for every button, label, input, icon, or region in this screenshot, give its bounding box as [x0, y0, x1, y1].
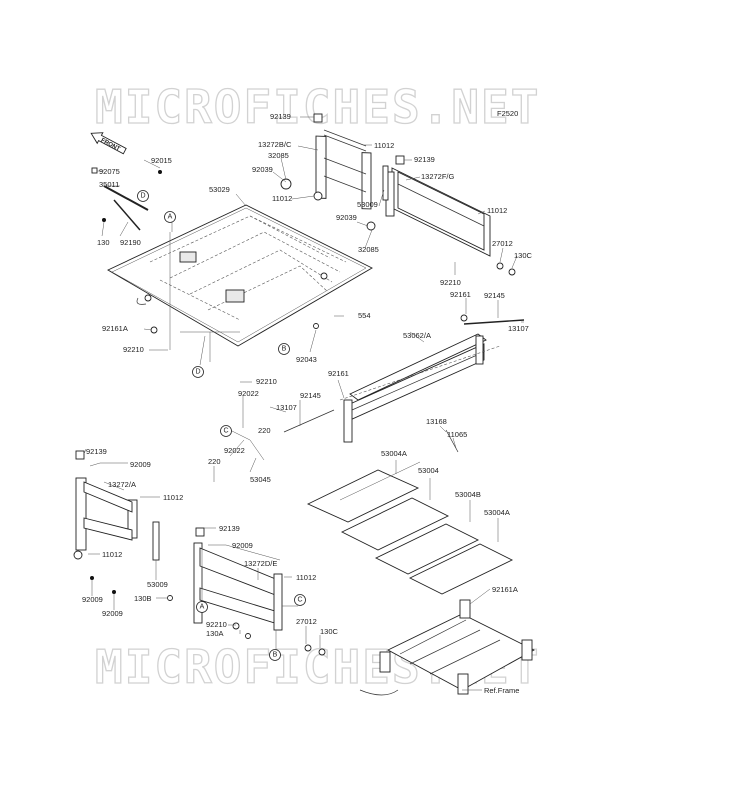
side-panel-13272bc	[280, 113, 372, 210]
part-92075: 92075	[99, 167, 120, 176]
callout-a2-label: A	[200, 604, 205, 611]
side-panel-13272fg	[366, 155, 516, 276]
part-92161a-a: 92161A	[102, 324, 128, 333]
part-13168: 13168	[426, 417, 447, 426]
part-92210-c: 92210	[256, 377, 277, 386]
part-27012-a: 27012	[492, 239, 513, 248]
part-92015: 92015	[151, 156, 172, 165]
rod-assembly-35011	[91, 167, 162, 231]
part-53009-a: 53009	[357, 200, 378, 209]
leader-lines	[83, 116, 524, 691]
part-11012-e: 11012	[102, 550, 122, 559]
cargo-bed-53029	[107, 204, 373, 347]
part-92022-b: 92022	[224, 446, 245, 455]
part-92161-b: 92161	[328, 369, 349, 378]
part-53029: 53029	[209, 185, 230, 194]
callout-b-label: B	[282, 346, 287, 353]
part-92009-d: 92009	[232, 541, 253, 550]
part-53009-b: 53009	[147, 580, 168, 589]
part-92139-b: 92139	[414, 155, 435, 164]
part-92210-b: 92210	[123, 345, 144, 354]
ref-frame-label: Ref.Frame	[484, 686, 519, 695]
part-92009-c: 92009	[102, 609, 123, 618]
part-92039-b: 92039	[336, 213, 357, 222]
callout-a-label: A	[168, 214, 173, 221]
callout-d-label: D	[140, 193, 145, 200]
part-53045: 53045	[250, 475, 271, 484]
part-53062a: 53062/A	[403, 331, 431, 340]
bed-mats-53004	[306, 461, 514, 595]
part-130c-a: 130C	[514, 251, 533, 260]
part-35011: 35011	[99, 180, 119, 189]
part-554: 554	[358, 311, 371, 320]
callout-c-mid: C	[220, 425, 232, 437]
callout-d2-label: D	[195, 369, 200, 376]
part-11012-a: 11012	[374, 141, 394, 150]
part-92022-a: 92022	[238, 389, 259, 398]
part-11065: 11065	[447, 430, 467, 439]
part-130b: 130B	[134, 594, 152, 603]
part-220-a: 220	[258, 426, 271, 435]
callout-d-top: D	[137, 190, 149, 202]
part-53004a-b: 53004A	[484, 508, 510, 517]
part-13272a: 13272/A	[108, 480, 136, 489]
part-220-b: 220	[208, 457, 221, 466]
part-92161a-b: 92161A	[492, 585, 518, 594]
part-11012-f: 11012	[296, 573, 316, 582]
part-92043: 92043	[296, 355, 317, 364]
callout-c-bottom: C	[294, 594, 306, 606]
part-92039-a: 92039	[252, 165, 273, 174]
part-92210-a: 92210	[440, 278, 461, 287]
part-53004a-a: 53004A	[381, 449, 407, 458]
callout-d-mid: D	[192, 366, 204, 378]
side-panel-13272de	[193, 527, 326, 656]
watermark-top: MICROFICHES.NET	[95, 80, 540, 134]
callout-a-top: A	[164, 211, 176, 223]
part-92145-a: 92145	[484, 291, 505, 300]
callout-b-mid: B	[278, 343, 290, 355]
part-92139-c: 92139	[86, 447, 107, 456]
part-92139-d: 92139	[219, 524, 240, 533]
part-53004: 53004	[418, 466, 439, 475]
part-13272fg: 13272F/G	[421, 172, 455, 181]
front-arrow-icon	[90, 132, 127, 155]
part-92145-b: 92145	[300, 391, 321, 400]
part-92190: 92190	[120, 238, 141, 247]
part-92161-a: 92161	[450, 290, 471, 299]
part-92009-b: 92009	[82, 595, 103, 604]
part-13272bc: 13272B/C	[258, 140, 292, 149]
side-panel-13272a	[73, 450, 173, 601]
part-27012-b: 27012	[296, 617, 317, 626]
vehicle-frame	[359, 599, 535, 696]
part-32085-b: 32085	[358, 245, 379, 254]
part-32085-a: 32085	[268, 151, 289, 160]
part-11012-c: 11012	[487, 206, 507, 215]
callout-c-label: C	[223, 428, 228, 435]
part-53004b: 53004B	[455, 490, 481, 499]
figure-code: F2520	[497, 109, 518, 118]
part-11012-b: 11012	[272, 194, 292, 203]
part-130c-b: 130C	[320, 627, 339, 636]
part-130: 130	[97, 238, 110, 247]
part-13272de: 13272D/E	[244, 559, 277, 568]
callout-b-bottom: B	[269, 649, 281, 661]
part-13107-b: 13107	[276, 403, 297, 412]
callout-a-bottom: A	[196, 601, 208, 613]
part-92139-a: 92139	[270, 112, 291, 121]
part-11012-d: 11012	[163, 493, 183, 502]
part-92210-d: 92210	[206, 620, 227, 629]
callout-b2-label: B	[273, 652, 278, 659]
part-13107-a: 13107	[508, 324, 529, 333]
tailgate-53062a	[283, 314, 525, 453]
part-labels: 92139 13272B/C 32085 92039 11012 11012 9…	[82, 112, 533, 695]
part-130a: 130A	[206, 629, 224, 638]
callout-c2-label: C	[297, 597, 302, 604]
part-92009-a: 92009	[130, 460, 151, 469]
